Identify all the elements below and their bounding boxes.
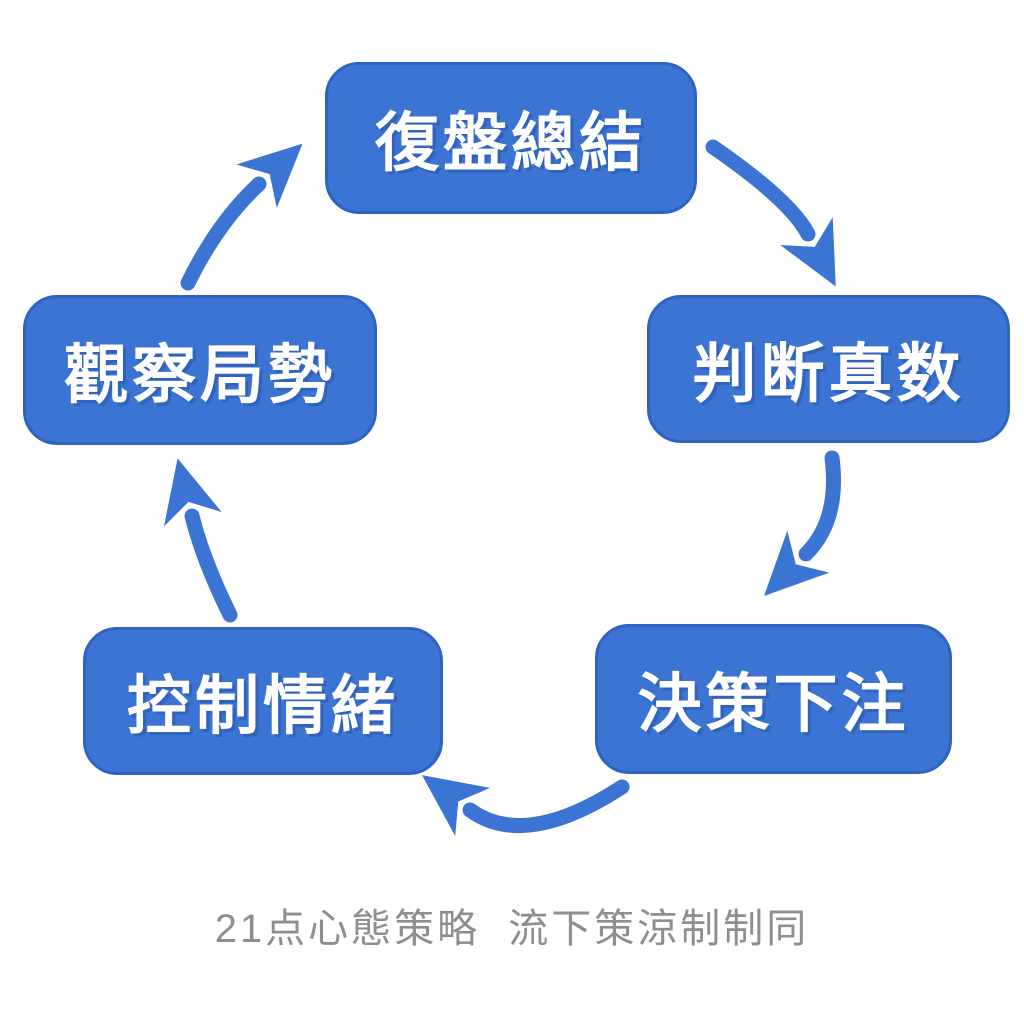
arrow-right-lower-to-left-lower-icon [421,775,630,836]
node-observe-situation: 觀察局勢 [23,295,377,445]
node-control-emotions-label: 控制情緒 [127,670,399,742]
arrow-left-upper-to-top-icon [180,143,303,291]
diagram-caption: 21点心態策略 流下策涼制制同 [214,907,810,951]
arrow-right-upper-to-right-lower-icon [764,450,842,597]
node-observe-situation-label: 觀察局勢 [64,339,336,411]
node-judge-true-count-label: 判断真数 [692,338,965,410]
arrow-top-to-right-upper-icon [705,139,836,287]
arrow-left-lower-to-left-upper-icon [163,458,238,623]
node-control-emotions: 控制情緒 [83,627,443,775]
node-review-summarize-label: 復盤總結 [375,107,647,179]
node-decide-bet: 決策下注 [595,624,952,774]
node-review-summarize: 復盤總結 [325,62,697,214]
node-decide-bet-label: 決策下注 [637,668,910,740]
node-judge-true-count: 判断真数 [647,295,1010,443]
